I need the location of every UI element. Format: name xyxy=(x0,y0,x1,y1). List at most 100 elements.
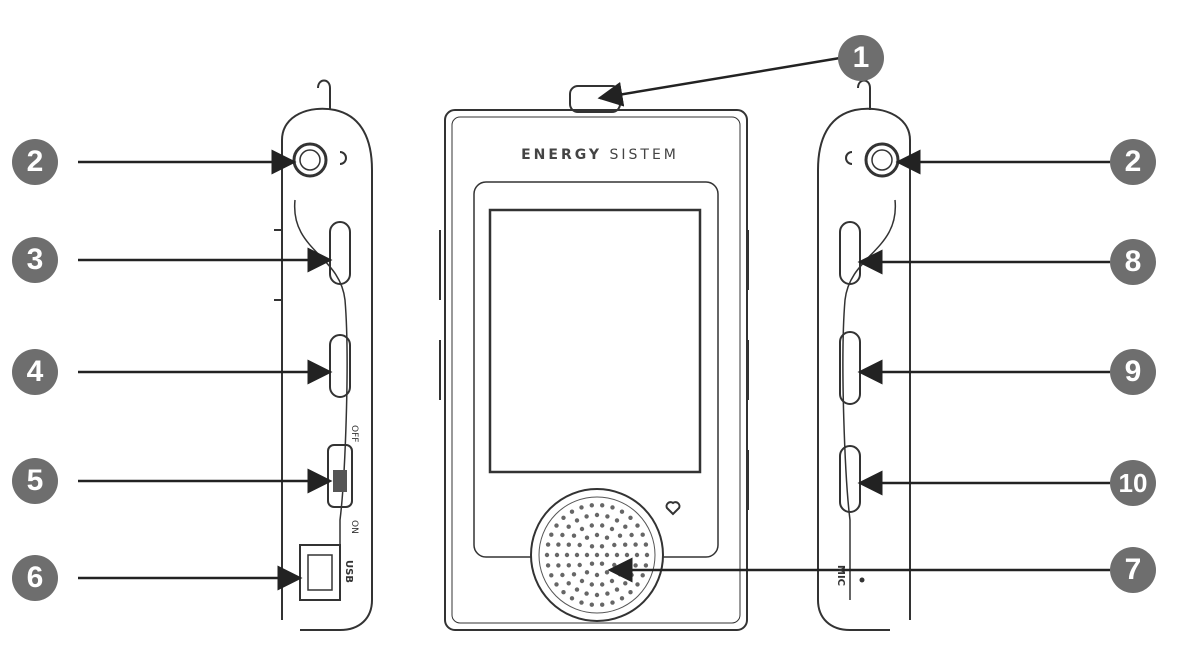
grille-hole xyxy=(577,542,582,548)
callout-9: 9 xyxy=(1110,349,1156,395)
grille-hole xyxy=(629,572,634,578)
grille-hole xyxy=(614,552,620,558)
leader-lines xyxy=(78,56,1110,591)
right-side-view xyxy=(817,79,911,631)
grille-hole xyxy=(604,552,610,558)
grille-hole xyxy=(635,582,640,587)
grille-hole xyxy=(579,505,584,510)
grille-hole xyxy=(589,561,595,566)
grille-hole xyxy=(609,578,615,584)
mic-label: MIC xyxy=(835,565,846,586)
grille-hole xyxy=(619,509,625,514)
callout-6: 6 xyxy=(12,555,58,601)
grille-hole xyxy=(545,542,551,547)
grille-hole xyxy=(584,591,589,596)
grille-hole xyxy=(589,503,594,508)
grille-hole xyxy=(549,573,554,578)
front-view xyxy=(439,85,749,631)
grille-hole xyxy=(635,523,640,528)
grille-hole xyxy=(604,570,610,575)
callout-1: 1 xyxy=(838,35,884,81)
grille-hole xyxy=(600,523,605,528)
grille-hole xyxy=(566,563,571,568)
callout-4: 4 xyxy=(12,349,58,395)
grille-hole xyxy=(640,573,645,578)
grille-hole xyxy=(614,518,620,523)
grille-hole xyxy=(554,552,560,558)
callout-3: 3 xyxy=(12,237,58,283)
brand-name-light: SISTEM xyxy=(609,147,679,163)
grille-hole xyxy=(556,563,561,568)
grille-hole xyxy=(574,587,580,592)
grille-hole xyxy=(644,552,650,558)
grille-hole xyxy=(599,544,605,549)
grille-hole xyxy=(544,552,550,558)
grille-hole xyxy=(643,542,649,547)
grille-hole xyxy=(617,533,623,538)
grille-hole xyxy=(629,532,634,538)
grille-hole xyxy=(624,552,630,558)
grille-hole xyxy=(619,596,625,601)
grille-hole xyxy=(589,544,595,549)
grille-hole xyxy=(623,524,628,529)
callout-8: 8 xyxy=(1110,239,1156,285)
grille-hole xyxy=(600,602,605,607)
grille-hole xyxy=(556,542,561,547)
grille-hole xyxy=(640,532,645,537)
grille-hole xyxy=(610,600,615,605)
grille-hole xyxy=(604,535,610,540)
grille-hole xyxy=(579,600,584,605)
grille-hole xyxy=(610,505,615,510)
grille-hole xyxy=(612,562,617,568)
grille-hole xyxy=(560,532,565,538)
grille-hole xyxy=(564,552,570,558)
grille-hole xyxy=(589,602,594,607)
brand-name-bold: ENERGY xyxy=(521,147,603,163)
grille-hole xyxy=(623,581,628,586)
grille-hole xyxy=(594,532,600,538)
callout-10: 10 xyxy=(1110,460,1156,506)
speaker-grille xyxy=(530,488,664,622)
on-label: ON xyxy=(349,520,359,534)
grille-hole xyxy=(566,542,571,547)
grille-hole xyxy=(579,526,585,532)
grille-hole xyxy=(609,526,615,532)
grille-hole xyxy=(584,514,589,519)
grille-hole xyxy=(589,582,594,587)
grille-hole xyxy=(571,572,577,577)
grille-hole xyxy=(643,563,649,568)
grille-hole xyxy=(584,535,590,540)
grille-hole xyxy=(628,590,633,595)
grille-hole xyxy=(569,509,575,514)
grille-hole xyxy=(600,582,605,587)
grille-hole xyxy=(571,533,577,538)
grille-hole xyxy=(594,552,600,558)
grille-hole xyxy=(561,590,566,595)
grille-hole xyxy=(566,581,571,586)
grille-hole xyxy=(623,563,628,568)
grille-hole xyxy=(594,572,600,578)
grille-hole xyxy=(623,542,628,547)
callout-5: 5 xyxy=(12,458,58,504)
grille-hole xyxy=(605,591,610,596)
callout-2-left: 2 xyxy=(12,139,58,185)
grille-hole xyxy=(579,578,585,584)
grille-hole xyxy=(574,518,580,523)
grille-hole xyxy=(617,572,623,577)
grille-hole xyxy=(614,587,620,592)
grille-hole xyxy=(554,523,559,528)
grille-hole xyxy=(634,552,640,558)
grille-hole xyxy=(566,524,571,529)
grille-hole xyxy=(584,570,590,575)
usb-label: USB xyxy=(343,560,354,583)
callout-2-right: 2 xyxy=(1110,139,1156,185)
grille-hole xyxy=(628,515,633,520)
callout-7: 7 xyxy=(1110,547,1156,593)
grille-hole xyxy=(577,562,582,568)
grille-hole xyxy=(589,523,594,528)
grille-hole xyxy=(560,572,565,578)
brand-logo: ENERGY SISTEM xyxy=(505,147,695,163)
grille-hole xyxy=(561,515,566,520)
